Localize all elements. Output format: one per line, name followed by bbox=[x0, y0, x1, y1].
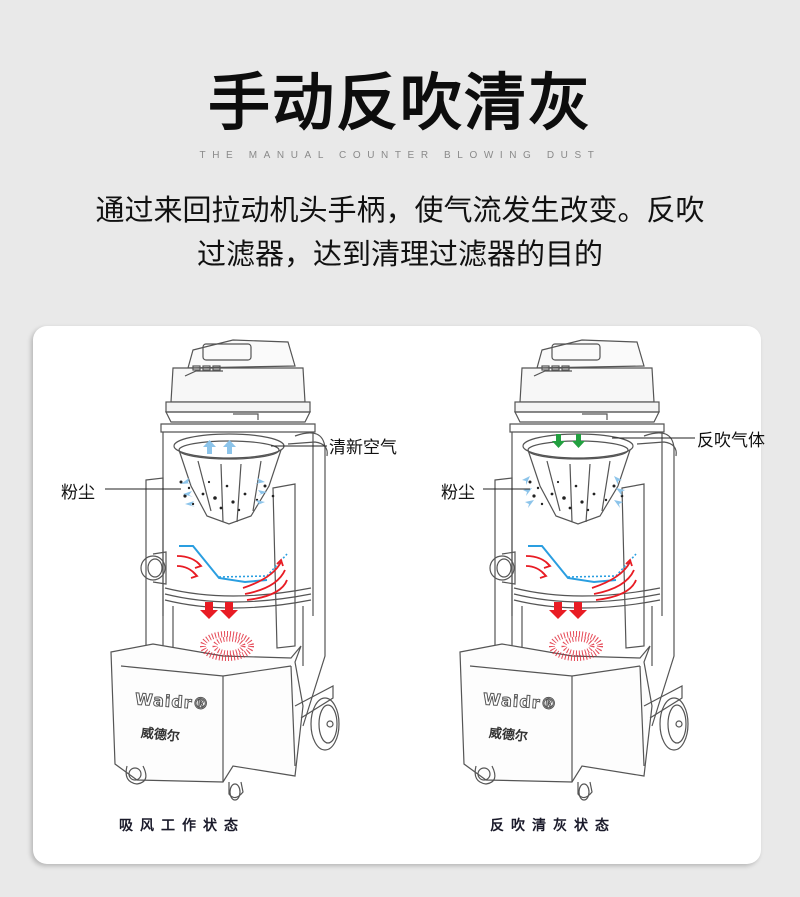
vacuum-illustration-counter-blow bbox=[459, 339, 695, 801]
brand-name-cn: 威德尔 bbox=[488, 725, 529, 745]
description: 通过来回拉动机头手柄，使气流发生改变。反吹 过滤器，达到清理过滤器的目的 bbox=[40, 188, 760, 276]
diagram-counter-blow: 反吹气体 粉尘 Waidr® 威德尔 反吹清灰状态 bbox=[397, 326, 765, 864]
brand-name-cn: 威德尔 bbox=[140, 725, 181, 745]
page-title: 手动反吹清灰 bbox=[207, 66, 592, 139]
callout-dust: 粉尘 bbox=[61, 483, 95, 503]
page-subtitle: THE MANUAL COUNTER BLOWING DUST bbox=[199, 150, 601, 161]
callout-dust: 粉尘 bbox=[441, 483, 475, 503]
vacuum-illustration-suction bbox=[105, 339, 340, 801]
description-line-2: 过滤器，达到清理过滤器的目的 bbox=[196, 237, 603, 271]
callout-counter-blow-air: 反吹气体 bbox=[697, 431, 765, 451]
caption-suction-state: 吸风工作状态 bbox=[119, 818, 245, 834]
caption-counter-blow-state: 反吹清灰状态 bbox=[490, 818, 616, 834]
diagram-suction: 清新空气 粉尘 Waidr® 威德尔 吸风工作状态 bbox=[33, 326, 397, 864]
description-line-1: 通过来回拉动机头手柄，使气流发生改变。反吹 bbox=[95, 193, 705, 227]
dust-cloud-suction bbox=[200, 631, 254, 661]
callout-fresh-air: 清新空气 bbox=[329, 438, 397, 458]
diagram-panel: 清新空气 粉尘 Waidr® 威德尔 吸风工作状态 bbox=[33, 326, 765, 864]
dust-cloud-counter-blow bbox=[549, 631, 603, 661]
